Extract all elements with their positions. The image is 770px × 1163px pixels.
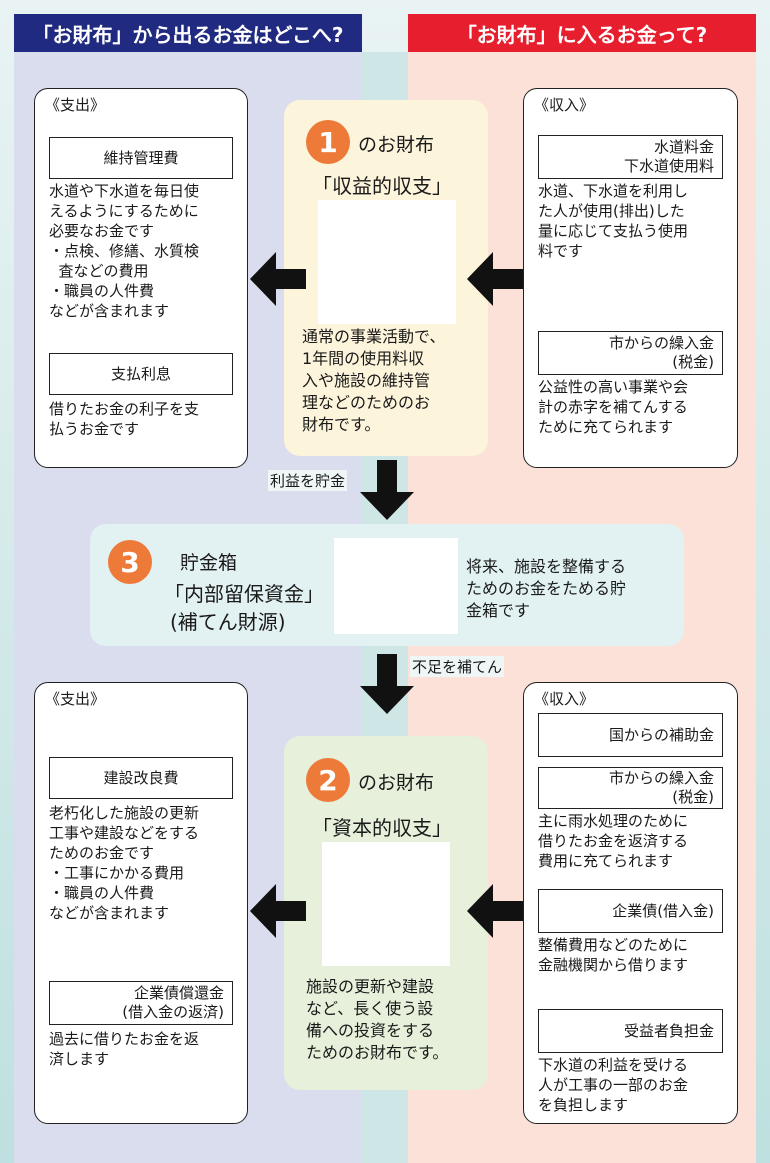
wallet-desc: 施設の更新や建設 など、長く使う設 備への投資をする ためのお財布です。 bbox=[306, 977, 449, 1062]
desc-city-transfer-2: 主に雨水処理のために 借りたお金を返済する 費用に充てられます bbox=[538, 812, 689, 870]
desc-interest-payment: 借りたお金の利子を支 払うお金です bbox=[49, 400, 200, 438]
number-badge-2: 2 bbox=[306, 758, 350, 802]
wallet-name: 「資本的収支」 bbox=[312, 816, 452, 840]
tag-bond-redemption: 企業債償還金 (借入金の返済) bbox=[49, 981, 233, 1025]
desc-maintenance-cost: 水道や下水道を毎日使 えるようにするために 必要なお金です ・点検、修繕、水質検… bbox=[49, 182, 200, 320]
savings-image-placeholder bbox=[334, 538, 458, 634]
arrow-down-icon bbox=[360, 654, 414, 714]
tag-beneficiary-charge: 受益者負担金 bbox=[538, 1009, 723, 1053]
wallet-name: 「収益的収支」 bbox=[312, 174, 452, 198]
desc-beneficiary-charge: 下水道の利益を受ける 人が工事の一部のお金 を負担します bbox=[538, 1056, 689, 1114]
arrow-left-icon bbox=[250, 252, 306, 306]
arrow-left-icon bbox=[467, 252, 523, 306]
tag-city-transfer-2: 市からの繰入金 (税金) bbox=[538, 767, 723, 809]
panel-corner-label: 《支出》 bbox=[45, 96, 106, 114]
expense-header: 「お財布」から出るお金はどこへ? bbox=[14, 14, 362, 52]
top-expense-panel: 《支出》 維持管理費 水道や下水道を毎日使 えるようにするために 必要なお金です… bbox=[34, 88, 248, 468]
top-income-panel: 《収入》 水道料金 下水道使用料 水道、下水道を利用し た人が使用(排出)した … bbox=[523, 88, 738, 468]
arrow-left-icon bbox=[467, 884, 523, 938]
tag-maintenance-cost: 維持管理費 bbox=[49, 137, 233, 179]
arrow-down-icon bbox=[360, 460, 414, 520]
bottom-expense-panel: 《支出》 建設改良費 老朽化した施設の更新 工事や建設などをする ためのお金です… bbox=[34, 682, 248, 1124]
wallet-title: のお財布 bbox=[358, 772, 435, 794]
panel-corner-label: 《収入》 bbox=[534, 96, 595, 114]
tag-corporate-bond: 企業債(借入金) bbox=[538, 889, 723, 933]
tag-construction-cost: 建設改良費 bbox=[49, 757, 233, 799]
desc-bond-redemption: 過去に借りたお金を返 済します bbox=[49, 1030, 200, 1068]
tag-national-subsidy: 国からの補助金 bbox=[538, 713, 723, 757]
tag-water-fee: 水道料金 下水道使用料 bbox=[538, 135, 723, 179]
wallet-image-placeholder bbox=[322, 842, 450, 966]
desc-construction-cost: 老朽化した施設の更新 工事や建設などをする ためのお金です ・工事にかかる費用 … bbox=[49, 804, 200, 922]
panel-corner-label: 《収入》 bbox=[534, 690, 595, 708]
desc-city-transfer: 公益性の高い事業や会 計の赤字を補てんする ために充てられます bbox=[538, 378, 689, 436]
arrow-left-icon bbox=[250, 884, 306, 938]
wallet-desc: 通常の事業活動で、 1年間の使用料収 入や施設の維持管 理などのためのお 財布で… bbox=[302, 327, 446, 434]
tag-city-transfer: 市からの繰入金 (税金) bbox=[538, 331, 723, 375]
wallet-image-placeholder bbox=[318, 200, 456, 324]
savings-desc: 将来、施設を整備する ためのお金をためる貯 金箱です bbox=[466, 557, 627, 620]
number-badge-3: 3 bbox=[108, 540, 152, 584]
wallet-title: のお財布 bbox=[358, 134, 435, 156]
savings-name: 「内部留保資金」 bbox=[164, 582, 324, 606]
income-header: 「お財布」に入るお金って? bbox=[408, 14, 756, 52]
bottom-income-panel: 《収入》 国からの補助金 市からの繰入金 (税金) 主に雨水処理のために 借りた… bbox=[523, 682, 738, 1124]
capital-wallet-box: 2 のお財布 「資本的収支」 施設の更新や建設 など、長く使う設 備への投資をす… bbox=[284, 736, 488, 1090]
desc-corporate-bond: 整備費用などのために 金融機関から借ります bbox=[538, 936, 689, 974]
savings-box: 3 貯金箱 「内部留保資金」 (補てん財源) 将来、施設を整備する ためのお金を… bbox=[90, 524, 684, 646]
panel-corner-label: 《支出》 bbox=[45, 690, 106, 708]
number-badge-1: 1 bbox=[306, 120, 350, 164]
savings-sub: (補てん財源) bbox=[170, 610, 286, 634]
savings-title: 貯金箱 bbox=[180, 552, 238, 574]
tag-interest-payment: 支払利息 bbox=[49, 353, 233, 395]
desc-water-fee: 水道、下水道を利用し た人が使用(排出)した 量に応じて支払う使用 料です bbox=[538, 182, 689, 260]
revenue-wallet-box: 1 のお財布 「収益的収支」 通常の事業活動で、 1年間の使用料収 入や施設の維… bbox=[284, 100, 488, 456]
flow-label-supplement: 不足を補てん bbox=[410, 656, 505, 677]
flow-label-save: 利益を貯金 bbox=[268, 470, 348, 491]
